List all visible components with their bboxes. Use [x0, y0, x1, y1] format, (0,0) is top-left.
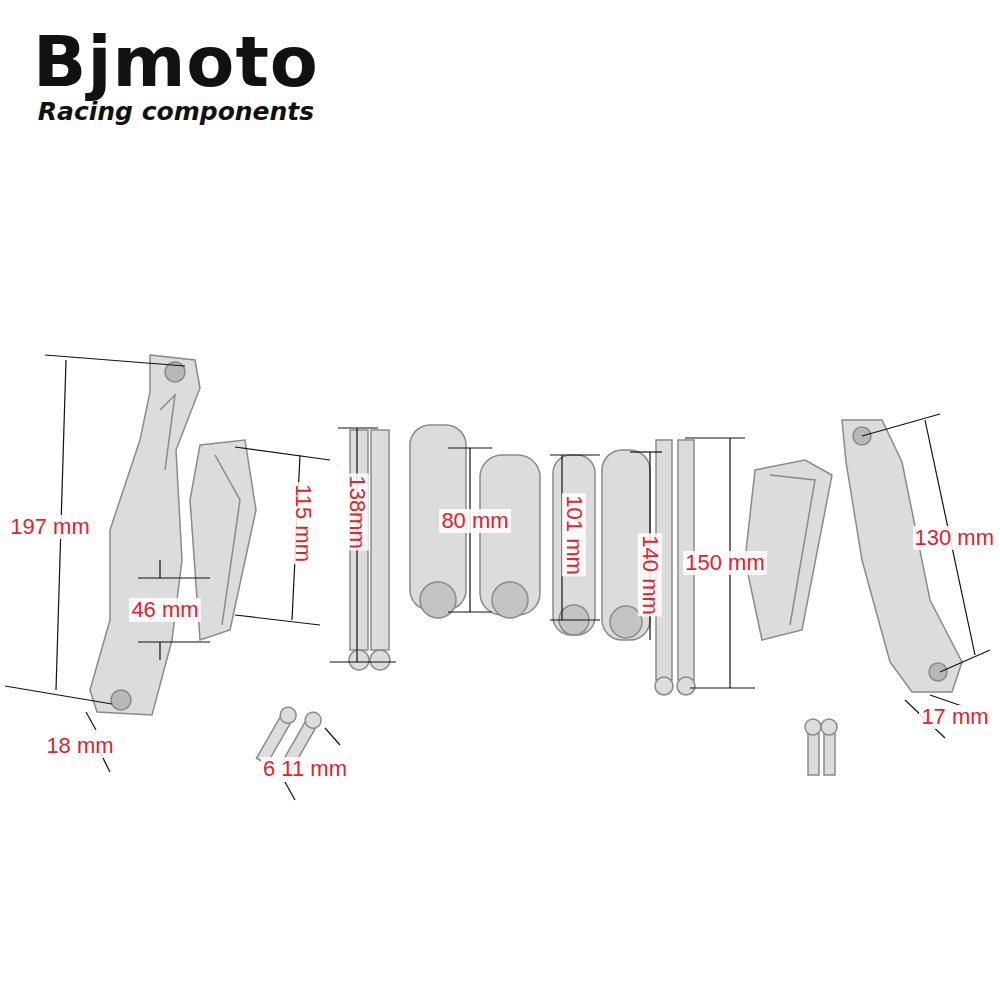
dimension-label: 6 11 mm: [261, 757, 349, 781]
dimension-label: 46 mm: [129, 598, 200, 622]
dimension-label: 18 mm: [44, 734, 115, 758]
dimension-label: 115 mm: [291, 482, 315, 564]
dimension-label: 130 mm: [913, 526, 996, 550]
dimension-label: 150 mm: [683, 551, 766, 575]
dimension-label: 197 mm: [8, 515, 91, 539]
dimension-label: 101 mm: [562, 493, 586, 576]
brand-logo: Bjmoto: [33, 24, 319, 101]
brand-logo: Racing components: [38, 98, 314, 126]
dimension-label: 138mm: [345, 473, 369, 550]
dimension-label: 17 mm: [919, 705, 990, 729]
dimension-label: 80 mm: [439, 509, 510, 533]
dimension-label: 140 mm: [638, 533, 662, 616]
